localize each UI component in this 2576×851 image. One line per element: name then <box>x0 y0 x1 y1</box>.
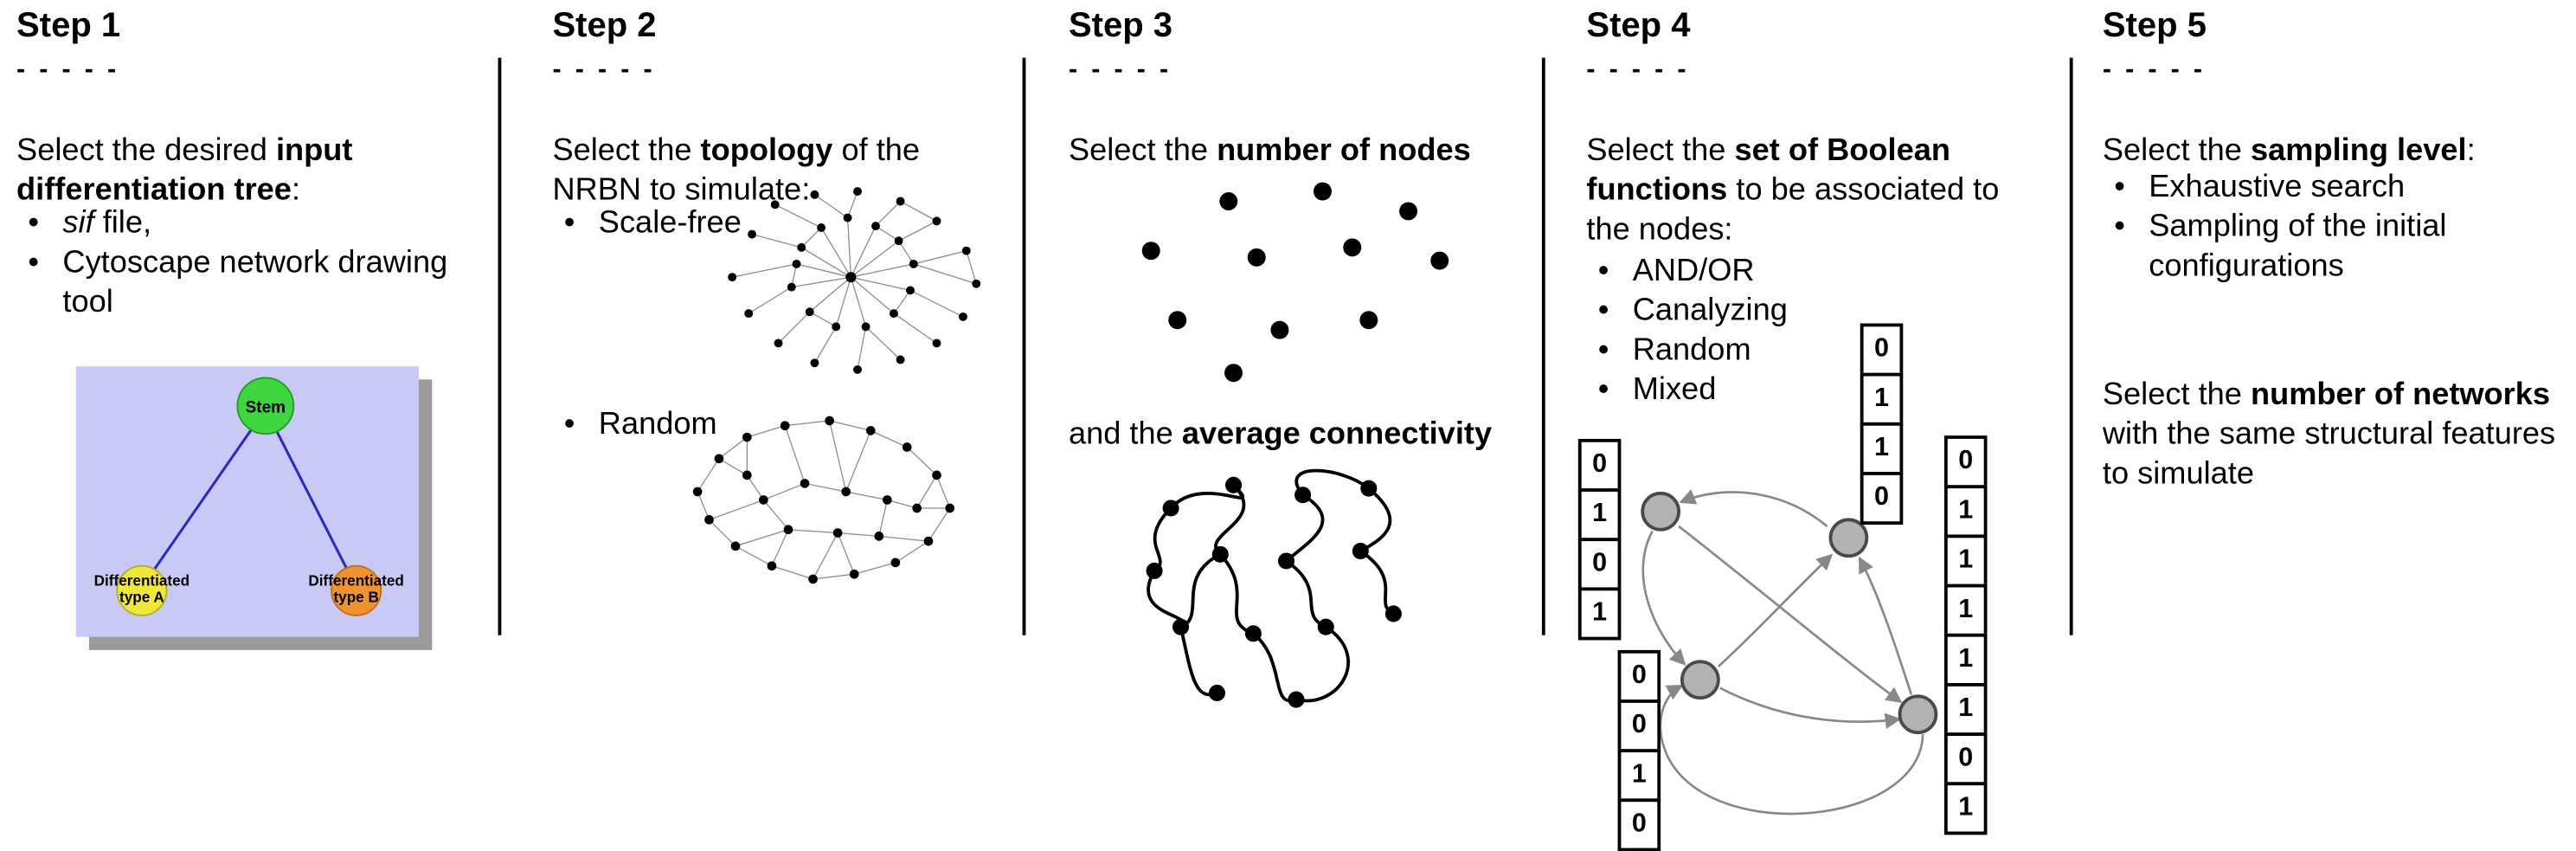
bullet-mixed: Mixed <box>1586 371 2015 411</box>
bullet-sampling-initial: Sampling of the initial configurations <box>2103 208 2576 287</box>
type-a-node <box>116 564 168 616</box>
step-4-title: Step 4 <box>1586 6 1691 45</box>
bullet-exhaustive-search: Exhaustive search <box>2103 168 2576 208</box>
step-3-title: Step 3 <box>1068 6 1173 45</box>
truth-table-cell: 1 <box>1860 372 1904 426</box>
truth-table-cell: 0 <box>1943 732 1988 786</box>
truth-table-cell: 1 <box>1943 683 1988 736</box>
truth-table-cell: 1 <box>1617 749 1661 803</box>
bullet-cytoscape-tool: Cytoscape network drawing tool <box>16 244 498 323</box>
truth-table-cell: 0 <box>1617 649 1661 703</box>
bullet-random: Random <box>552 406 981 446</box>
step-1-intro: Select the desired input differentiation… <box>16 133 353 209</box>
truth-table-cell: 0 <box>1617 798 1661 851</box>
bullet-canalyzing: Canalyzing <box>1586 292 2015 332</box>
step-4-intro: Select the set of Boolean functions to b… <box>1586 133 2000 248</box>
step-3-separator: - - - - - <box>1068 55 1172 85</box>
random-network-graphic <box>692 416 955 584</box>
scale-free-network-graphic <box>728 187 981 374</box>
step-4-options-list: AND/OR Canalyzing Random Mixed <box>1586 253 2015 411</box>
truth-table-cell: 1 <box>1860 422 1904 475</box>
random-nodes <box>692 416 955 584</box>
connectivity-network-graphic <box>1146 468 1402 708</box>
column-divider-3 <box>1541 57 1545 635</box>
tree-edge-to-type-b <box>264 408 358 589</box>
connectivity-edges <box>1147 468 1395 703</box>
step-1-separator: - - - - - <box>16 55 120 85</box>
truth-table-cell: 1 <box>1943 534 1988 588</box>
truth-table-cell: 1 <box>1943 583 1988 637</box>
truth-table-cell: 1 <box>1943 633 1988 687</box>
differentiation-tree-graphic: Stem Differentiated type A Differentiate… <box>75 366 433 650</box>
bullet-and-or: AND/OR <box>1586 253 2015 293</box>
truth-table-cell: 0 <box>1577 438 1622 492</box>
step-1-column: Step 1 - - - - - Select the desired inpu… <box>16 0 498 851</box>
step-1-options-list: sif file, Cytoscape network drawing tool <box>16 204 498 323</box>
scale-free-nodes <box>728 187 981 374</box>
connectivity-dots <box>1146 476 1402 708</box>
bullet-scale-free: Scale-free <box>552 204 981 244</box>
bullet-random-functions: Random <box>1586 332 2015 371</box>
step-5-intro: Select the sampling level: <box>2102 133 2476 169</box>
nodes-scatter-graphic <box>1141 182 1449 383</box>
step-5-options-list: Exhaustive search Sampling of the initia… <box>2103 168 2576 287</box>
truth-table-cell: 0 <box>1617 699 1661 753</box>
gene-node-4 <box>1898 694 1938 735</box>
random-edges <box>697 420 951 580</box>
gene-node-2 <box>1828 518 1869 558</box>
stem-node <box>236 377 295 435</box>
truth-table-cell: 0 <box>1943 435 1988 489</box>
gene-node-3 <box>1680 660 1720 700</box>
truth-table-top: 0 1 1 0 <box>1860 323 1904 525</box>
scatter-dots <box>1141 182 1449 383</box>
column-divider-4 <box>2069 57 2073 635</box>
truth-table-cell: 1 <box>1577 587 1622 641</box>
stem-label: Stem <box>246 398 286 416</box>
type-a-label-line2: type A <box>119 589 164 606</box>
truth-table-cell: 0 <box>1860 472 1904 525</box>
gene-node-1 <box>1641 491 1681 532</box>
truth-table-right: 0 1 1 1 1 1 0 1 <box>1943 435 1988 835</box>
truth-table-cell: 1 <box>1577 488 1622 542</box>
step-2-intro: Select the topology of the NRBN to simul… <box>552 133 921 209</box>
step-2-options-list: Scale-free Random <box>552 204 981 445</box>
step-2-column: Step 2 - - - - - Select the topology of … <box>552 0 1011 851</box>
step-5-separator: - - - - - <box>2102 55 2206 85</box>
truth-table-bottom-left: 0 0 1 0 <box>1617 649 1661 851</box>
type-b-label-line2: type B <box>333 589 378 606</box>
column-divider-2 <box>1022 57 1026 635</box>
boolean-network-arrows <box>1641 489 1924 816</box>
type-b-label-line1: Differentiated <box>308 572 403 590</box>
step-5-column: Step 5 - - - - - Select the sampling lev… <box>2103 0 2576 851</box>
type-b-node <box>331 564 382 616</box>
tree-edge-to-type-a <box>140 408 267 589</box>
step-3-connectivity-text: and the average connectivity <box>1068 417 1493 453</box>
step-3-intro: Select the number of nodes <box>1068 133 1471 169</box>
step-4-separator: - - - - - <box>1586 55 1690 85</box>
truth-table-cell: 0 <box>1860 323 1904 377</box>
step-1-title: Step 1 <box>16 6 121 45</box>
truth-table-left: 0 1 0 1 <box>1577 438 1622 641</box>
scale-free-edges <box>732 190 977 371</box>
boolean-network-graphic <box>1641 489 1938 816</box>
step-5-title: Step 5 <box>2102 6 2207 45</box>
truth-table-cell: 1 <box>1943 782 1988 835</box>
boolean-network-nodes <box>1641 491 1938 735</box>
truth-table-cell: 1 <box>1943 485 1988 538</box>
step-5-networks-text: Select the number of networks with the s… <box>2102 377 2556 492</box>
step-4-column: Step 4 - - - - - Select the set of Boole… <box>1577 0 2048 851</box>
step-2-title: Step 2 <box>552 6 657 45</box>
truth-table-cell: 0 <box>1577 538 1622 591</box>
bullet-sif-file: sif file, <box>16 204 498 244</box>
step-3-column: Step 3 - - - - - Select the number of no… <box>1069 0 1539 851</box>
type-a-label-line1: Differentiated <box>94 572 190 590</box>
column-divider-1 <box>498 57 502 635</box>
step-2-separator: - - - - - <box>552 55 656 85</box>
